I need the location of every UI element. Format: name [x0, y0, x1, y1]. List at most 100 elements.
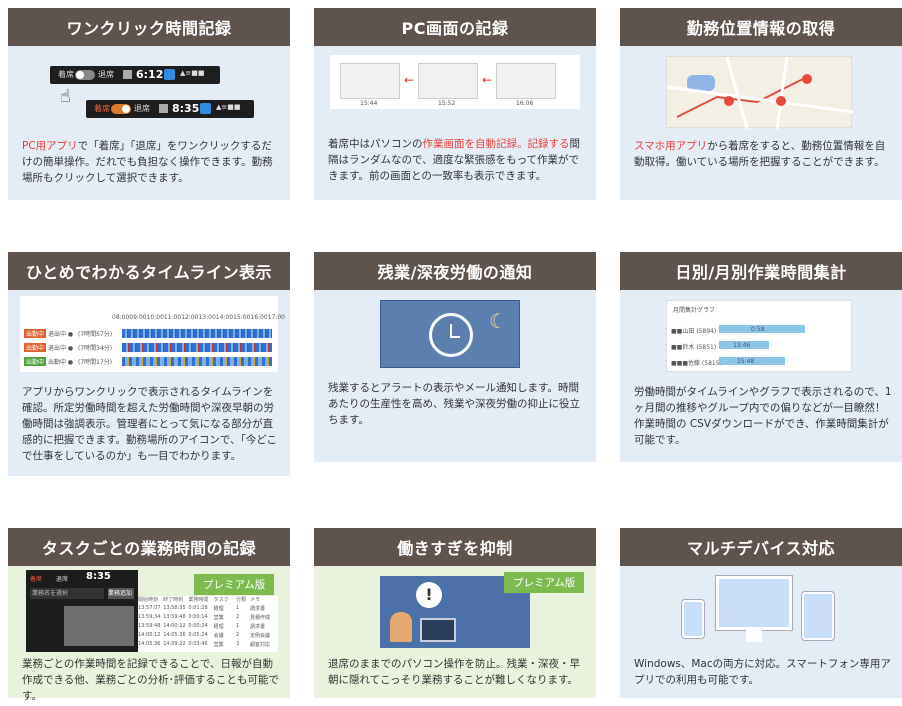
hour-label: 12:00 — [181, 314, 199, 321]
status-icons: ▲≡■■ — [180, 69, 205, 77]
clock-time: 6:12 — [136, 68, 164, 81]
table-cell: 13:58:35 — [163, 605, 186, 611]
calendar-icon — [123, 70, 132, 79]
timeline-bar — [122, 357, 272, 366]
total-hours: (7時間57分) — [78, 331, 113, 338]
arrow-left-icon: ← — [482, 73, 493, 87]
hour-label: 14:00 — [215, 314, 234, 321]
widget-bar-1: 着席 退席 6:12 ▲≡■■ — [50, 66, 220, 84]
card-title: 日別/月別作業時間集計 — [620, 252, 902, 290]
card-description: 着席中はパソコンの作業画面を自動記録。記録する間隔はランダムなので、適度な緊張感… — [328, 136, 588, 184]
toggle-switch[interactable] — [75, 70, 95, 80]
hour-label: 15:00 — [233, 314, 251, 321]
feature-card-multi-device: マルチデバイス対応 Windows、Macの両方に対応。スマートフォン専用アプリ… — [620, 528, 902, 698]
table-cell: 見積作成 — [249, 615, 270, 621]
toggle-switch[interactable] — [111, 104, 131, 114]
feature-card-location: 勤務位置情報の取得 スマホ用アプリから着席をすると、勤務位置情報を自動取得。働い… — [620, 8, 902, 200]
table-cell: 1 — [235, 623, 240, 629]
table-cell: 14:05:36 — [163, 632, 186, 638]
card-title: マルチデバイス対応 — [620, 528, 902, 566]
bar-label: 0:58 — [751, 326, 765, 333]
seat-label: 退席 — [56, 576, 69, 583]
smartphone-icon — [682, 600, 704, 638]
screenshots-illustration: 15:44 ← 15:52 ← 16:06 — [330, 55, 580, 109]
desc-highlight: 作業画面を自動記録。記録する — [422, 138, 570, 150]
timeline-hours: 08:00 09:00 10:00 11:00 12:00 13:00 14:0… — [112, 314, 285, 321]
table-cell: 0:01:28 — [188, 605, 208, 611]
seat-label: 退席 — [98, 70, 114, 79]
row-label: ■■■佐藤 (5815) — [671, 360, 722, 367]
card-description: PC用アプリで「着席」「退席」をワンクリックするだけの簡単操作。だれでも負担なく… — [22, 138, 282, 186]
table-cell: 0:05:24 — [188, 632, 208, 638]
away-label: 着席 — [30, 576, 43, 583]
widget-bar-2: 着席 退席 8:35 ▲≡■■ — [86, 100, 254, 118]
timeline-row: 出勤中 退出中 ● (7時間57分) — [24, 328, 274, 340]
task-select[interactable]: 業務名を選択 — [30, 588, 104, 599]
card-title: 残業/深夜労働の通知 — [314, 252, 596, 290]
table-cell: 経理 — [213, 606, 224, 612]
table-cell: 会議 — [213, 633, 224, 639]
feature-card-aggregation: 日別/月別作業時間集計 月間集計グラフ ■■山田 (5894) 0:58 ■■鈴… — [620, 252, 902, 462]
table-cell: 13:57:07 — [138, 605, 161, 611]
table-cell: 2 — [235, 614, 240, 620]
clock-icon — [429, 313, 473, 357]
screen-thumb-1 — [340, 63, 400, 99]
clock-time: 8:35 — [86, 571, 111, 582]
bar-label: 15:48 — [737, 358, 755, 365]
table-header: 開始時刻 終了時刻 業務時間 タスク 分類 メモ — [138, 596, 278, 603]
edit-icon[interactable] — [200, 103, 211, 114]
screen-time: 15:44 — [360, 100, 378, 107]
column-header: 終了時刻 — [163, 597, 184, 603]
graph-illustration: 月間集計グラフ ■■山田 (5894) 0:58 ■■鈴木 (5851) 13:… — [666, 300, 852, 372]
screen-time: 15:52 — [438, 100, 456, 107]
timeline-row: 出勤中 出勤中 ● (7時間17分) — [24, 356, 274, 368]
task-list-panel — [64, 606, 134, 646]
feature-card-task-time: タスクごとの業務時間の記録 着席 退席 8:35 業務名を選択 業務追加 プレミ… — [8, 528, 290, 702]
desc-text: から着席をすると、勤務位置情報を自動取得。働いている場所を把握することができます… — [634, 140, 886, 168]
total-hours: (7時間17分) — [78, 359, 113, 366]
feature-card-one-click: ワンクリック時間記録 着席 退席 6:12 ▲≡■■ 着席 退席 8:35 ▲≡… — [8, 8, 290, 200]
card-description: 労働時間がタイムラインやグラフで表示されるので、1ヶ月間の推移やグループ内での偏… — [634, 386, 892, 446]
away-label: 着席 — [94, 104, 110, 113]
screen-thumb-3 — [496, 63, 556, 99]
away-label: 着席 — [58, 70, 74, 79]
table-cell: 2 — [235, 632, 240, 638]
card-description: 残業するとアラートの表示やメール通知します。時間あたりの生産性を高め、残業や深夜… — [328, 382, 580, 426]
devices-illustration — [676, 572, 846, 652]
card-description: 業務ごとの作業時間を記録できることで、日報が自動作成できる他、業務ごとの分析･評… — [22, 658, 279, 702]
hour-label: 13:00 — [198, 314, 216, 321]
add-task-button[interactable]: 業務追加 — [108, 588, 134, 599]
alert-bubble-icon: ! — [416, 582, 442, 608]
timeline-row: 出勤中 退出中 ● (7時間34分) — [24, 342, 274, 354]
hour-label: 09:00 — [129, 314, 147, 321]
graph-title: 月間集計グラフ — [673, 307, 716, 314]
desc-text: 着席中はパソコンの — [328, 138, 423, 150]
moon-icon: ☾ — [489, 309, 507, 333]
graph-row: ■■鈴木 (5851) 13:46 — [671, 341, 849, 351]
card-title: タスクごとの業務時間の記録 — [8, 528, 290, 566]
card-description: 退席のままでのパソコン操作を防止。残業・深夜・早朝に隠れてこっそり業務することが… — [328, 658, 580, 686]
column-header: メモ — [249, 597, 260, 603]
status-badge: 出勤中 — [24, 357, 47, 366]
tablet-icon — [802, 592, 834, 640]
table-cell: 請求書 — [249, 606, 265, 612]
timeline-bar — [122, 343, 272, 352]
seat-label: 退席 — [134, 104, 150, 113]
graph-bar — [719, 341, 769, 349]
edit-icon[interactable] — [164, 69, 175, 80]
user-name: 退出中 ● — [48, 331, 74, 338]
column-header: タスク — [213, 597, 229, 603]
desc-highlight: PC用アプリ — [22, 140, 78, 152]
card-description: スマホ用アプリから着席をすると、勤務位置情報を自動取得。働いている場所を把握する… — [634, 138, 894, 170]
table-cell: 13:59:48 — [138, 623, 161, 629]
user-name: 出勤中 ● — [48, 359, 74, 366]
card-title: PC画面の記録 — [314, 8, 596, 46]
graph-row: ■■■佐藤 (5815) 15:48 — [671, 357, 849, 367]
premium-badge: プレミアム版 — [194, 574, 275, 595]
monitor-stand — [746, 630, 762, 642]
table-cell: 14:05:36 — [138, 641, 161, 647]
night-clock-illustration: ☾ — [380, 300, 520, 368]
